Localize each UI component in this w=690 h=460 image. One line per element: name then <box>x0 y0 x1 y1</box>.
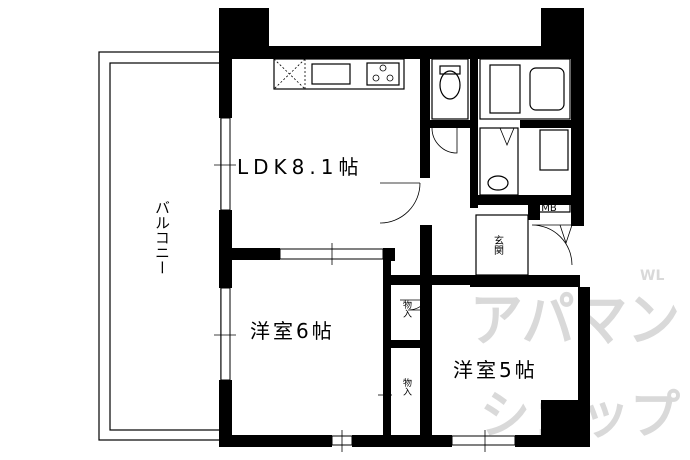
watermark-text-1: アパマン <box>470 286 680 354</box>
washbasin-icon <box>487 175 509 191</box>
toilet-icon <box>439 70 461 100</box>
entrance-label: 玄関 <box>492 234 504 256</box>
closet-label-2: 物入 <box>401 377 412 396</box>
balcony-label: バルコニー <box>153 200 171 275</box>
burner-icon <box>372 64 394 82</box>
closet-label-1: 物入 <box>401 299 412 318</box>
windows <box>214 117 516 452</box>
room-label-western-6: 洋室6帖 <box>250 319 335 343</box>
walls <box>219 8 590 447</box>
wet-area <box>431 58 571 196</box>
bathtub-rect <box>489 64 521 114</box>
sink-icon <box>311 63 351 85</box>
bathtub-icon <box>529 67 565 111</box>
room-label-ldk: LDK8.1帖 <box>237 155 363 179</box>
doors <box>378 182 573 396</box>
room-label-western-5: 洋室5帖 <box>453 358 538 382</box>
watermark-mark: WL <box>640 268 664 284</box>
mb-label: MB <box>541 203 557 214</box>
stove-icon <box>366 62 400 86</box>
washer-pan-icon <box>539 129 569 171</box>
kitchen-counter <box>273 58 405 90</box>
